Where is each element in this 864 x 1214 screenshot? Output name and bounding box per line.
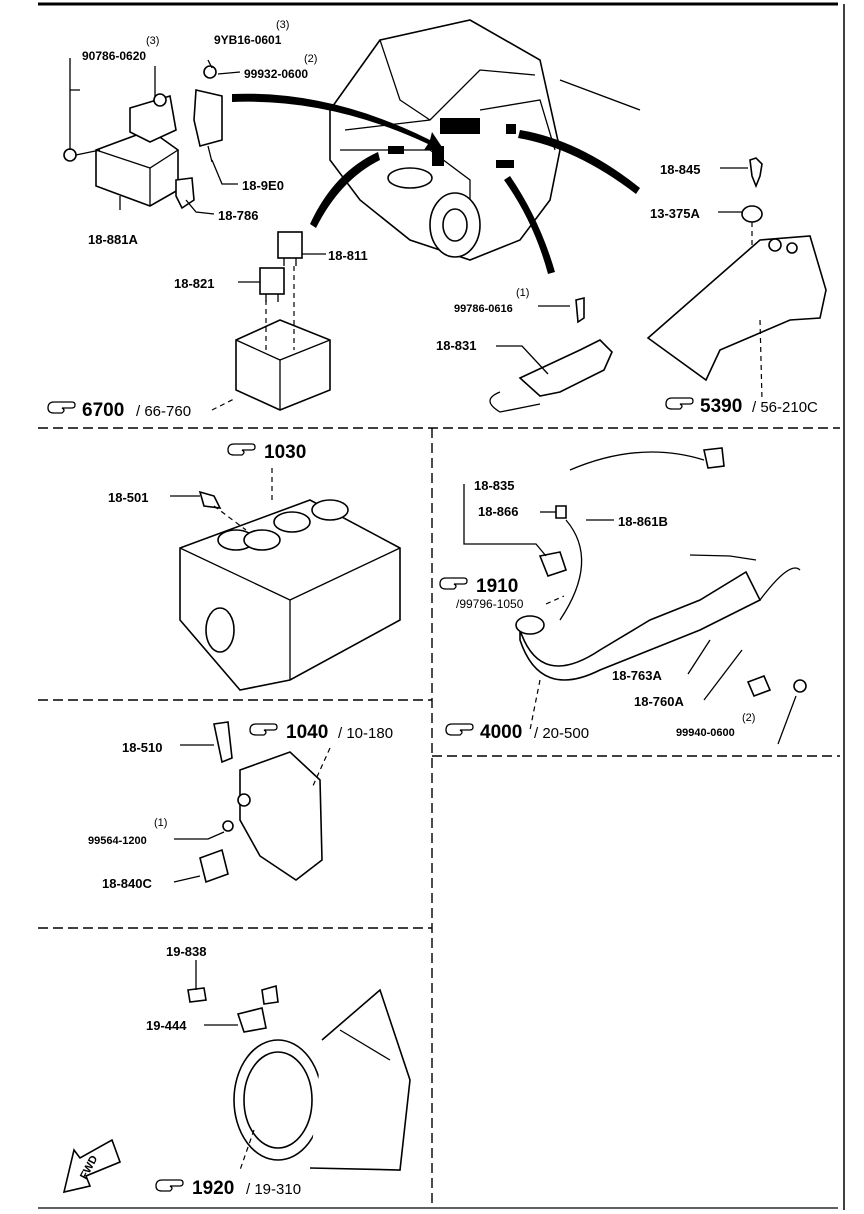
qty-99786-0616: (1)	[516, 287, 529, 299]
qty-99564-1200: (1)	[154, 817, 167, 829]
ref-1030-num: 1030	[264, 442, 306, 463]
label-18-760A: 18-760A	[634, 694, 684, 709]
label-99564-1200: 99564-1200	[88, 835, 147, 847]
ref-6700-num: 6700	[82, 400, 124, 421]
splash-shield	[646, 235, 827, 382]
label-99786-0616: 99786-0616	[454, 303, 513, 315]
ref-4000-num: 4000	[480, 722, 522, 743]
label-18-763A: 18-763A	[612, 668, 662, 683]
ref-1910[interactable]: 1910 /99796-1050	[439, 576, 524, 611]
label-9YB16-0601: 9YB16-0601	[214, 33, 282, 47]
fwd-arrow-icon	[62, 1138, 122, 1194]
qty-99932-0600: (2)	[304, 53, 317, 65]
pointing-hand-icon	[439, 577, 468, 590]
vehicle-illustration	[329, 19, 641, 261]
leader-1920	[239, 1129, 255, 1171]
pointing-hand-icon	[47, 401, 76, 414]
relay-18-821	[259, 267, 285, 302]
ref-1920-sub: / 19-310	[246, 1181, 301, 1198]
qty-99940-0600: (2)	[742, 712, 755, 724]
ref-5390[interactable]: 5390 / 56-210C	[665, 396, 818, 417]
ref-1040[interactable]: 1040 / 10-180	[249, 722, 393, 743]
label-18-861B: 18-861B	[618, 514, 668, 529]
leader-lines	[69, 58, 797, 1026]
ref-1040-num: 1040	[286, 722, 328, 743]
label-99932-0600: 99932-0600	[244, 67, 308, 81]
harness-18-831	[489, 296, 613, 413]
engine-block	[179, 490, 401, 691]
transmission	[187, 984, 411, 1171]
exhaust-assembly	[515, 447, 807, 698]
front-cover	[199, 721, 323, 884]
label-18-845: 18-845	[660, 162, 700, 177]
ref-4000-sub: / 20-500	[534, 725, 589, 742]
ref-1910-num: 1910	[476, 576, 518, 597]
leader-5390	[759, 319, 763, 401]
control-unit-18-881A	[63, 65, 223, 210]
sensor-18-845	[741, 157, 763, 250]
ref-4000[interactable]: 4000 / 20-500	[445, 722, 589, 743]
label-18-835: 18-835	[474, 478, 514, 493]
ref-1920-num: 1920	[192, 1178, 234, 1199]
label-18-881A: 18-881A	[88, 232, 138, 247]
label-99940-0600: 99940-0600	[676, 727, 735, 739]
junction-box	[235, 266, 331, 411]
label-18-786: 18-786	[218, 208, 258, 223]
label-18-811: 18-811	[328, 248, 368, 263]
pointing-hand-icon	[445, 723, 474, 736]
relay-18-811	[277, 231, 303, 266]
pointing-hand-icon	[155, 1179, 184, 1192]
callout-arrows	[232, 93, 640, 274]
qty-9YB16-0601: (3)	[276, 19, 289, 31]
label-19-838: 19-838	[166, 944, 206, 959]
ref-5390-num: 5390	[700, 396, 742, 417]
label-90786-0620: 90786-0620	[82, 49, 146, 63]
label-18-821: 18-821	[174, 276, 214, 291]
leader-1910	[545, 595, 565, 605]
label-19-444: 19-444	[146, 1018, 187, 1033]
leader-4000	[529, 679, 541, 731]
ref-6700-sub: / 66-760	[136, 403, 191, 420]
label-18-9E0: 18-9E0	[242, 178, 284, 193]
leader-1040	[311, 747, 331, 789]
ref-1910-sub: /99796-1050	[456, 597, 524, 611]
ref-1040-sub: / 10-180	[338, 725, 393, 742]
label-18-840C: 18-840C	[102, 876, 152, 891]
label-18-510: 18-510	[122, 740, 162, 755]
ref-5390-sub: / 56-210C	[752, 399, 818, 416]
part-labels: (3) 90786-0620 (3) 9YB16-0601 (2) 99932-…	[78, 19, 755, 1181]
pointing-hand-icon	[249, 723, 278, 736]
label-18-866: 18-866	[478, 504, 518, 519]
leader-6700	[211, 397, 237, 411]
pointing-hand-icon	[665, 397, 694, 410]
ref-1030[interactable]: 1030	[227, 442, 306, 463]
label-13-375A: 13-375A	[650, 206, 700, 221]
label-18-501: 18-501	[108, 490, 148, 505]
qty-90786-0620: (3)	[146, 35, 159, 47]
ref-6700[interactable]: 6700 / 66-760	[47, 400, 191, 421]
pointing-hand-icon	[227, 443, 256, 456]
ref-1920[interactable]: 1920 / 19-310	[155, 1178, 301, 1199]
label-18-831: 18-831	[436, 338, 476, 353]
